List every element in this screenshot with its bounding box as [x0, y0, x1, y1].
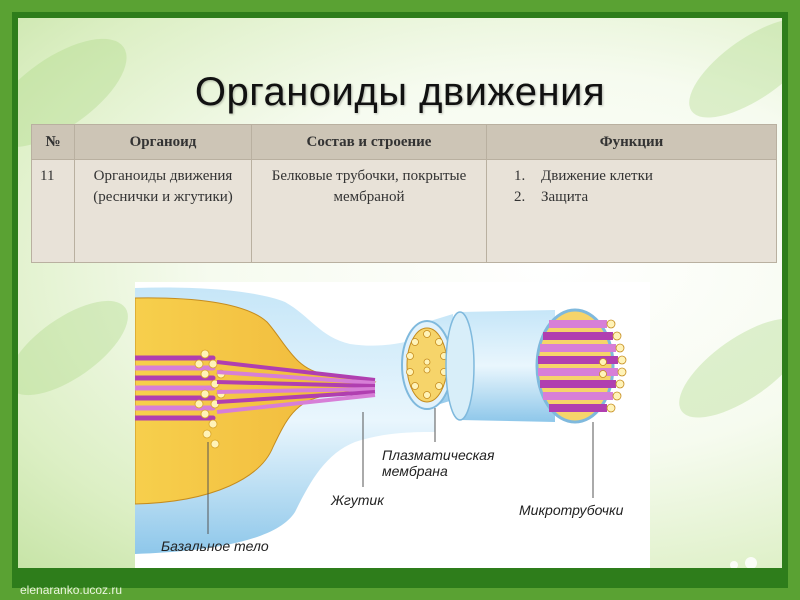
table-row: 11 Органоиды движения (реснички и жгутик… — [31, 159, 777, 263]
microtubule-ends — [599, 319, 627, 413]
functions-list: Движение клетки Защита — [491, 166, 772, 208]
flagellum-diagram: Базальное тело Жгутик Плазматическая мем… — [135, 282, 650, 568]
label-plasma-membrane: Плазматическая мембрана — [382, 447, 495, 479]
cell-functions: Движение клетки Защита — [486, 159, 777, 263]
axoneme-tubules — [216, 360, 376, 414]
cross-section-doublets — [406, 330, 448, 399]
bubble — [730, 561, 738, 568]
function-item: Движение клетки — [529, 166, 772, 187]
label-pointers — [207, 408, 594, 534]
slide-title: Органоиды движения — [194, 70, 606, 114]
leaf-decoration — [664, 300, 782, 436]
label-basal-body: Базальное тело — [161, 538, 269, 554]
bubble — [745, 557, 757, 568]
cell-organoid: Органоиды движения (реснички и жгутики) — [74, 159, 252, 263]
table-header-row: № Органоид Состав и строение Функции — [31, 124, 777, 160]
column-header-number: № — [31, 124, 75, 160]
leaf-decoration — [18, 283, 143, 413]
flagellum-segment-right — [460, 310, 555, 422]
column-header-organoid: Органоид — [74, 124, 252, 160]
cell-composition: Белковые трубочки, покрытые мембраной — [251, 159, 487, 263]
tube-edge — [445, 311, 475, 421]
cell-number: 11 — [31, 159, 75, 263]
label-microtubules: Микротрубочки — [519, 502, 624, 518]
organoid-table: № Органоид Состав и строение Функции 11 … — [31, 124, 777, 263]
column-header-composition: Состав и строение — [251, 124, 487, 160]
function-item: Защита — [529, 187, 772, 208]
microtubule-bundle — [538, 320, 618, 412]
label-flagellum: Жгутик — [331, 492, 384, 508]
column-header-functions: Функции — [486, 124, 777, 160]
decorative-bubbles — [730, 556, 782, 568]
slide: Органоиды движения № Органоид Состав и с… — [18, 18, 782, 568]
basal-body-tubules — [135, 355, 216, 421]
flagellum-illustration — [135, 287, 627, 554]
footer-url: elenaranko.ucoz.ru — [20, 583, 123, 597]
